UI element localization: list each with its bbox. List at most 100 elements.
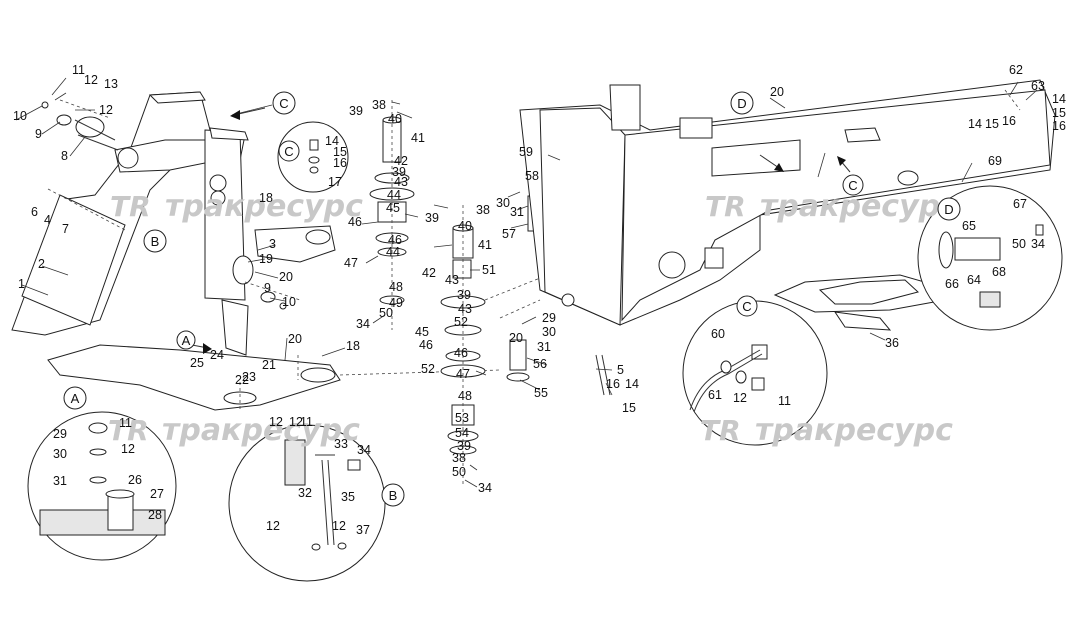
part-number-label: 12 bbox=[332, 519, 346, 533]
part-number-label: 11 bbox=[300, 415, 313, 429]
part-number-label: 50 bbox=[379, 306, 393, 320]
part-number-label: 50 bbox=[1012, 237, 1026, 251]
part-number-label: 12 bbox=[121, 442, 135, 456]
part-number-label: 12 bbox=[84, 73, 98, 87]
callout-markers: C C B A A B D C C D bbox=[63, 91, 961, 507]
watermark-logo: TR bbox=[108, 414, 149, 447]
callout-a-label: A bbox=[71, 391, 80, 406]
part-number-label: 16 bbox=[1052, 119, 1066, 133]
part-number-label: 47 bbox=[344, 256, 358, 270]
part-number-label: 12 bbox=[733, 391, 747, 405]
leader-lines bbox=[15, 77, 1038, 488]
part-number-label: 48 bbox=[458, 389, 472, 403]
callout-a-label: A bbox=[182, 333, 191, 348]
detail-c-small-bubble bbox=[277, 121, 349, 193]
part-number-label: 16 bbox=[606, 377, 620, 391]
part-number-label: 39 bbox=[392, 165, 406, 179]
part-number-label: 31 bbox=[537, 340, 551, 354]
callout-c-label: C bbox=[279, 96, 288, 111]
part-number-label: 9 bbox=[35, 127, 42, 141]
part-number-label: 16 bbox=[333, 156, 347, 170]
part-number-label: 69 bbox=[988, 154, 1002, 168]
part-number-label: 30 bbox=[496, 196, 510, 210]
part-number-label: 48 bbox=[389, 280, 403, 294]
part-number-label: 12 bbox=[269, 415, 283, 429]
part-number-label: 42 bbox=[394, 154, 408, 168]
part-number-label: 20 bbox=[288, 332, 302, 346]
part-number-label: 39 bbox=[457, 288, 471, 302]
part-number-label: 44 bbox=[386, 245, 400, 259]
part-number-label: 40 bbox=[388, 112, 402, 126]
part-number-label: 19 bbox=[259, 252, 273, 266]
part-number-label: 13 bbox=[104, 77, 118, 91]
part-number-label: 11 bbox=[119, 416, 132, 430]
part-number-label: 5 bbox=[617, 363, 624, 377]
part-number-label: 17 bbox=[328, 175, 342, 189]
watermark-text: тракресурс bbox=[165, 189, 363, 224]
part-number-label: 12 bbox=[289, 415, 303, 429]
part-number-label: 40 bbox=[458, 219, 472, 233]
part-number-label: 38 bbox=[452, 451, 466, 465]
part-number-label: 63 bbox=[1031, 79, 1045, 93]
part-number-label: 45 bbox=[415, 325, 429, 339]
part-number-label: 25 bbox=[190, 356, 204, 370]
part-number-label: 33 bbox=[334, 437, 348, 451]
part-number-label: 22 bbox=[235, 373, 249, 387]
part-number-label: 29 bbox=[542, 311, 556, 325]
part-number-label: 18 bbox=[346, 339, 360, 353]
part-number-label: 34 bbox=[357, 443, 371, 457]
part-number-label: 31 bbox=[510, 205, 524, 219]
callout-c-label: C bbox=[742, 299, 751, 314]
boom-arm-assembly bbox=[11, 91, 501, 411]
part-number-label: 21 bbox=[262, 358, 276, 372]
part-number-label: 46 bbox=[419, 338, 433, 352]
part-number-label: 49 bbox=[389, 296, 403, 310]
part-number-label: 47 bbox=[456, 367, 470, 381]
part-number-label: 55 bbox=[534, 386, 548, 400]
part-number-label: 27 bbox=[150, 487, 164, 501]
detail-a-bubble bbox=[27, 411, 177, 561]
part-number-label: 20 bbox=[279, 270, 293, 284]
watermark-logo: TR bbox=[110, 190, 151, 223]
part-number-label: 18 bbox=[259, 191, 273, 205]
part-number-label: 14 bbox=[968, 117, 982, 131]
part-number-label: 52 bbox=[421, 362, 435, 376]
part-number-label: 59 bbox=[519, 145, 533, 159]
part-number-label: 32 bbox=[298, 486, 312, 500]
callout-b-label: B bbox=[151, 234, 160, 249]
part-number-label: 53 bbox=[455, 411, 469, 425]
callout-c-label: C bbox=[848, 178, 857, 193]
part-number-label: 39 bbox=[349, 104, 363, 118]
part-number-label: 14 bbox=[325, 134, 339, 148]
part-number-label: 52 bbox=[454, 315, 468, 329]
part-number-label: 34 bbox=[478, 481, 492, 495]
part-number-label: 30 bbox=[542, 325, 556, 339]
part-number-label: 42 bbox=[422, 266, 436, 280]
part-number-label: 7 bbox=[62, 222, 69, 236]
part-number-label: 31 bbox=[53, 474, 67, 488]
part-number-label: 43 bbox=[445, 273, 459, 287]
callout-c-label: C bbox=[284, 144, 293, 159]
view-arrows bbox=[191, 107, 851, 354]
part-number-label: 12 bbox=[99, 103, 113, 117]
part-number-label: 8 bbox=[61, 149, 68, 163]
part-number-label: 37 bbox=[356, 523, 370, 537]
part-number-label: 9 bbox=[264, 281, 271, 295]
part-number-label: 4 bbox=[44, 213, 51, 227]
part-number-label: 45 bbox=[386, 201, 400, 215]
part-number-label: 51 bbox=[482, 263, 496, 277]
part-number-label: 15 bbox=[622, 401, 636, 415]
detail-d-bubble bbox=[917, 185, 1063, 331]
part-number-label: 46 bbox=[454, 346, 468, 360]
part-number-label: 36 bbox=[885, 336, 899, 350]
watermark-logo: TR bbox=[705, 190, 746, 223]
part-number-label: 14 bbox=[1052, 92, 1066, 106]
part-number-label: 29 bbox=[53, 427, 67, 441]
part-number-label: 34 bbox=[1031, 237, 1045, 251]
part-number-label: 30 bbox=[53, 447, 67, 461]
part-number-label: 50 bbox=[452, 465, 466, 479]
part-number-label: 43 bbox=[458, 302, 472, 316]
detail-c-bubble bbox=[682, 300, 828, 446]
